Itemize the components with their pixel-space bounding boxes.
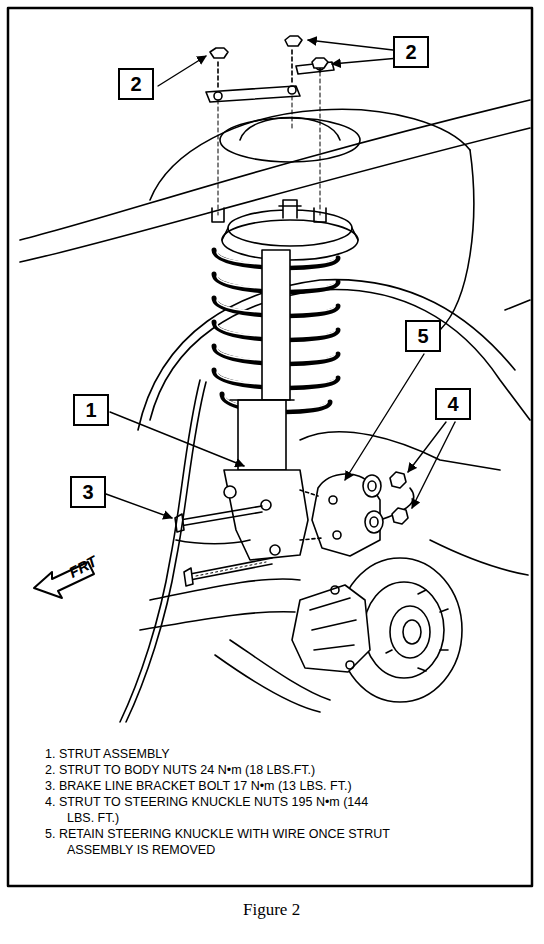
- legend-note: 3. BRAKE LINE BRACKET BOLT 17 N•m (13 LB…: [45, 778, 515, 794]
- legend-note: 2. STRUT TO BODY NUTS 24 N•m (18 LBS.FT.…: [45, 762, 505, 778]
- callout-number: 4: [447, 394, 458, 414]
- body-panel-part: [20, 100, 530, 240]
- mount-plates-part: [218, 72, 320, 215]
- strut-to-body-nuts-part: [210, 48, 228, 58]
- strut-bolts-part: [180, 512, 262, 526]
- body-panel-part: [440, 150, 474, 330]
- mount-plates: [206, 50, 334, 222]
- brake-rotor-part: [403, 620, 421, 644]
- knuckle-nuts-part: [392, 508, 408, 524]
- strut-bolts: [175, 506, 272, 586]
- knuckle-nuts-part: [365, 511, 383, 533]
- brake-line-part: [126, 382, 206, 722]
- strut-bracket-part: [270, 545, 280, 555]
- brake-rotor-part: [386, 590, 448, 671]
- callout-box: 1: [73, 394, 109, 426]
- strut-tower: [220, 118, 360, 261]
- leader-lines-part: [408, 422, 446, 472]
- strut-bracket-part: [224, 486, 236, 498]
- leader-lines-part: [158, 56, 206, 86]
- brake-caliper-part: [346, 661, 354, 669]
- body-panel-part: [20, 128, 530, 262]
- mount-plates-part: [212, 208, 326, 222]
- body-panel-part: [150, 290, 530, 420]
- leader-lines-part: [110, 412, 244, 466]
- leader-lines-part: [412, 422, 455, 508]
- body-panel: [20, 100, 530, 430]
- legend-note: 4. STRUT TO STEERING KNUCKLE NUTS 195 N•…: [45, 794, 397, 826]
- callout-number: 5: [417, 326, 428, 346]
- mount-plates-part: [214, 92, 222, 100]
- steering-knuckle-part: [333, 531, 341, 539]
- strut-bracket-part: [261, 500, 271, 510]
- knuckle-nuts-part: [368, 481, 376, 491]
- callout-box: 2: [393, 36, 429, 68]
- frame: [8, 8, 532, 886]
- lower-control-arm-part: [430, 540, 528, 575]
- steering-knuckle-part: [329, 496, 337, 504]
- callout-number: 2: [405, 42, 416, 62]
- mount-plates-part: [206, 86, 300, 102]
- mount-plates-part: [288, 86, 296, 94]
- lower-control-arm-part: [215, 655, 320, 712]
- lower-control-arm-part: [230, 640, 330, 700]
- legend-note: 1. STRUT ASSEMBLY: [45, 746, 485, 762]
- leader-lines-part: [332, 58, 399, 64]
- strut-assembly-part: [262, 250, 290, 400]
- lower-control-arm-part: [300, 432, 500, 470]
- legend-note: 5. RETAIN STEERING KNUCKLE WITH WIRE ONC…: [45, 826, 397, 858]
- strut-tower-part: [240, 118, 340, 141]
- strut-bracket: [224, 470, 308, 560]
- callout-box: 5: [405, 320, 441, 352]
- callout-box: 2: [118, 68, 154, 100]
- callout-number: 1: [85, 400, 96, 420]
- brake-rotor-part: [390, 606, 430, 658]
- strut-tower-part: [279, 205, 301, 207]
- knuckle-nuts-part: [390, 472, 406, 488]
- callout-box: 4: [435, 388, 471, 420]
- brake-rotor-part: [364, 582, 444, 678]
- strut-bolts-part: [190, 564, 272, 580]
- knuckle-nuts: [363, 472, 408, 533]
- callout-number: 2: [130, 74, 141, 94]
- knuckle-nuts-part: [363, 475, 381, 497]
- steering-knuckle-part: [300, 490, 322, 540]
- leader-lines-part: [106, 494, 172, 518]
- strut-bracket-part: [224, 470, 308, 560]
- strut-tower-part: [222, 228, 358, 240]
- strut-tower-part: [220, 118, 360, 162]
- callout-box: 3: [70, 476, 106, 508]
- mount-plates-part: [218, 50, 320, 88]
- strut-assembly-part: [230, 399, 294, 401]
- brake-caliper-part: [331, 586, 339, 594]
- strut-to-body-nuts-part: [285, 36, 302, 46]
- leader-lines-part: [345, 354, 424, 480]
- strut-assembly-part: [238, 400, 286, 470]
- knuckle-nuts-part: [370, 517, 378, 527]
- coil-spring: [214, 250, 338, 412]
- strut-tower-part: [283, 200, 297, 218]
- strut-bolts-part: [196, 562, 266, 576]
- brake-line-part: [176, 540, 250, 544]
- callout-number: 3: [82, 482, 93, 502]
- lower-control-arm: [140, 432, 528, 712]
- body-panel-part: [505, 300, 530, 310]
- strut-to-body-nuts-part: [312, 58, 328, 68]
- strut-bolts-part: [180, 506, 262, 520]
- frame-part: [8, 8, 532, 886]
- strut-bolts-part: [184, 568, 193, 586]
- leader-lines: [106, 40, 455, 518]
- strut-assembly: [230, 250, 294, 470]
- brake-caliper-part: [310, 598, 356, 650]
- figure-caption: Figure 2: [243, 900, 300, 920]
- brake-caliper: [292, 585, 370, 672]
- brake-caliper-part: [292, 585, 370, 672]
- body-panel-part: [150, 109, 470, 200]
- brake-line: [120, 380, 250, 722]
- leader-lines-part: [308, 40, 393, 50]
- brake-line-part: [120, 380, 200, 722]
